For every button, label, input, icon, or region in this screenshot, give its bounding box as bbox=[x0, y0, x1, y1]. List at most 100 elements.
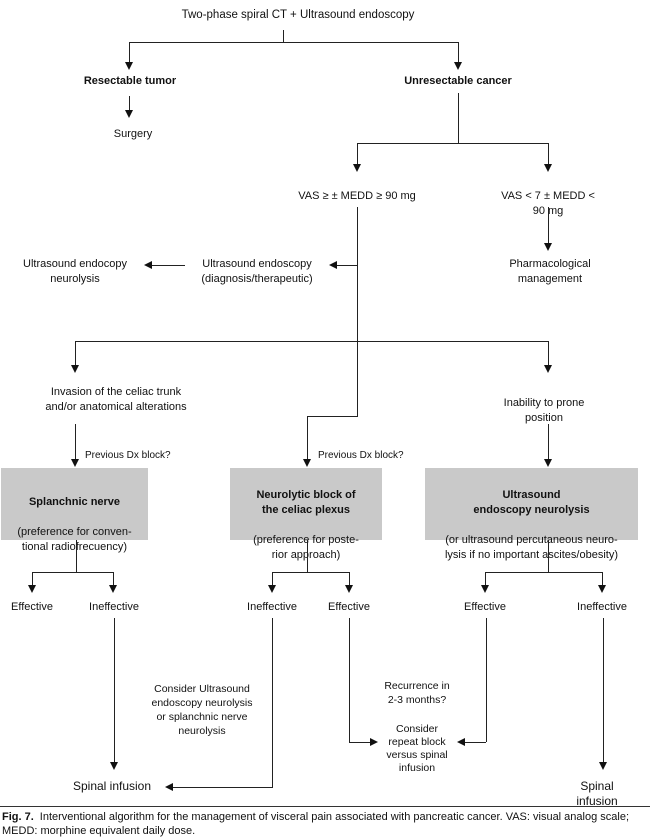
connector-line bbox=[603, 618, 604, 763]
connector-line bbox=[75, 424, 76, 460]
node-ultrasound-endoscopy-diagnostic: Ultrasound endoscopy (diagnosis/therapeu… bbox=[201, 258, 313, 285]
arrow-down-icon bbox=[71, 365, 79, 373]
connector-line bbox=[357, 207, 358, 416]
box-neurolytic-block-subtitle: (preference for poste- rior approach) bbox=[253, 534, 359, 561]
figure-caption-label: Fig. 7. bbox=[2, 811, 34, 823]
node-resectable-tumor: Resectable tumor bbox=[83, 75, 177, 87]
figure-caption-text: Interventional algorithm for the managem… bbox=[2, 811, 630, 837]
arrow-down-icon bbox=[544, 459, 552, 467]
arrow-down-icon bbox=[544, 164, 552, 172]
box-splanchnic-nerve-title: Splanchnic nerve bbox=[28, 496, 121, 508]
outcome-b1-ineffective: Ineffective bbox=[89, 601, 139, 613]
connector-line bbox=[32, 572, 113, 573]
box-splanchnic-nerve-subtitle: (preference for conven- tional radiofrec… bbox=[17, 526, 132, 553]
connector-line bbox=[113, 572, 114, 586]
connector-line bbox=[307, 416, 308, 460]
connector-line bbox=[548, 341, 549, 366]
connector-line bbox=[357, 143, 548, 144]
connector-line bbox=[307, 416, 358, 417]
connector-line bbox=[485, 572, 602, 573]
connector-line bbox=[75, 341, 76, 366]
connector-line bbox=[307, 540, 308, 572]
arrow-down-icon bbox=[544, 243, 552, 251]
arrow-down-icon bbox=[544, 365, 552, 373]
connector-line bbox=[75, 341, 548, 342]
connector-line bbox=[129, 96, 130, 110]
connector-line bbox=[349, 572, 350, 586]
connector-line bbox=[272, 572, 273, 586]
connector-line bbox=[548, 424, 549, 460]
connector-line bbox=[485, 572, 486, 586]
arrow-left-icon bbox=[165, 783, 173, 791]
connector-line bbox=[458, 93, 459, 143]
node-vas-low: VAS < 7 ± MEDD < 90 mg bbox=[501, 190, 595, 217]
node-inability-prone-position: Inability to prone position bbox=[503, 397, 585, 424]
arrow-right-icon bbox=[370, 738, 378, 746]
arrow-down-icon bbox=[481, 585, 489, 593]
node-pharmacological-management: Pharmacological management bbox=[509, 258, 591, 285]
label-previous-dx-block-left: Previous Dx block? bbox=[85, 450, 171, 461]
connector-line bbox=[548, 540, 549, 572]
connector-line bbox=[602, 572, 603, 586]
connector-line bbox=[173, 787, 273, 788]
arrow-down-icon bbox=[28, 585, 36, 593]
label-previous-dx-block-middle: Previous Dx block? bbox=[318, 450, 404, 461]
arrow-left-icon bbox=[457, 738, 465, 746]
connector-line bbox=[486, 618, 487, 742]
outcome-b3-effective: Effective bbox=[464, 601, 506, 613]
connector-line bbox=[349, 742, 370, 743]
connector-line bbox=[458, 42, 459, 63]
arrow-down-icon bbox=[353, 164, 361, 172]
connector-line bbox=[548, 207, 549, 243]
arrow-down-icon bbox=[345, 585, 353, 593]
connector-line bbox=[114, 618, 115, 763]
box-neurolytic-block-title: Neurolytic block of the celiac plexus bbox=[256, 489, 356, 516]
connector-line bbox=[465, 742, 486, 743]
connector-line bbox=[283, 30, 284, 42]
arrow-down-icon bbox=[71, 459, 79, 467]
node-root: Two-phase spiral CT + Ultrasound endosco… bbox=[181, 9, 415, 21]
arrow-down-icon bbox=[125, 62, 133, 70]
arrow-left-icon bbox=[329, 261, 337, 269]
box-splanchnic-nerve: Splanchnic nerve (preference for conven-… bbox=[1, 468, 148, 553]
connector-line bbox=[548, 143, 549, 165]
connector-line bbox=[272, 572, 349, 573]
node-ultrasound-endoscopy-neurolysis: Ultrasound endocopy neurolysis bbox=[23, 258, 127, 285]
arrow-left-icon bbox=[144, 261, 152, 269]
box-ultrasound-endoscopy-neurolysis: Ultrasound endoscopy neurolysis (or ultr… bbox=[425, 468, 638, 561]
arrow-down-icon bbox=[110, 762, 118, 770]
box-neurolytic-block: Neurolytic block of the celiac plexus (p… bbox=[230, 468, 382, 561]
box-ultrasound-subtitle: (or ultrasound percutaneous neuro- lysis… bbox=[444, 534, 618, 561]
node-vas-high: VAS ≥ ± MEDD ≥ 90 mg bbox=[298, 190, 416, 202]
connector-line bbox=[272, 618, 273, 788]
connector-line bbox=[349, 618, 350, 742]
node-surgery: Surgery bbox=[113, 128, 153, 140]
node-invasion-celiac-trunk: Invasion of the celiac trunk and/or anat… bbox=[45, 386, 187, 413]
arrow-down-icon bbox=[109, 585, 117, 593]
arrow-down-icon bbox=[125, 110, 133, 118]
outcome-b2-effective: Effective bbox=[328, 601, 370, 613]
outcome-b1-effective: Effective bbox=[11, 601, 53, 613]
arrow-down-icon bbox=[599, 762, 607, 770]
note-recurrence: Recurrence in 2-3 months? bbox=[384, 680, 450, 706]
node-spinal-infusion-right: Spinal infusion bbox=[576, 779, 618, 808]
arrow-down-icon bbox=[268, 585, 276, 593]
arrow-down-icon bbox=[303, 459, 311, 467]
connector-line bbox=[32, 572, 33, 586]
connector-line bbox=[357, 143, 358, 165]
note-consider-ultrasound: Consider Ultrasound endoscopy neurolysis… bbox=[151, 683, 253, 737]
node-unresectable-cancer: Unresectable cancer bbox=[404, 75, 512, 87]
node-spinal-infusion-left: Spinal infusion bbox=[72, 779, 152, 793]
outcome-b3-ineffective: Ineffective bbox=[577, 601, 627, 613]
note-consider-repeat-block: Consider repeat block versus spinal infu… bbox=[386, 723, 448, 774]
box-ultrasound-title: Ultrasound endoscopy neurolysis bbox=[473, 489, 590, 516]
arrow-down-icon bbox=[598, 585, 606, 593]
arrow-down-icon bbox=[454, 62, 462, 70]
connector-line bbox=[337, 265, 357, 266]
connector-line bbox=[152, 265, 185, 266]
outcome-b2-ineffective: Ineffective bbox=[247, 601, 297, 613]
figure-caption: Fig. 7.Interventional algorithm for the … bbox=[0, 806, 650, 838]
connector-line bbox=[129, 42, 458, 43]
connector-line bbox=[76, 540, 77, 572]
